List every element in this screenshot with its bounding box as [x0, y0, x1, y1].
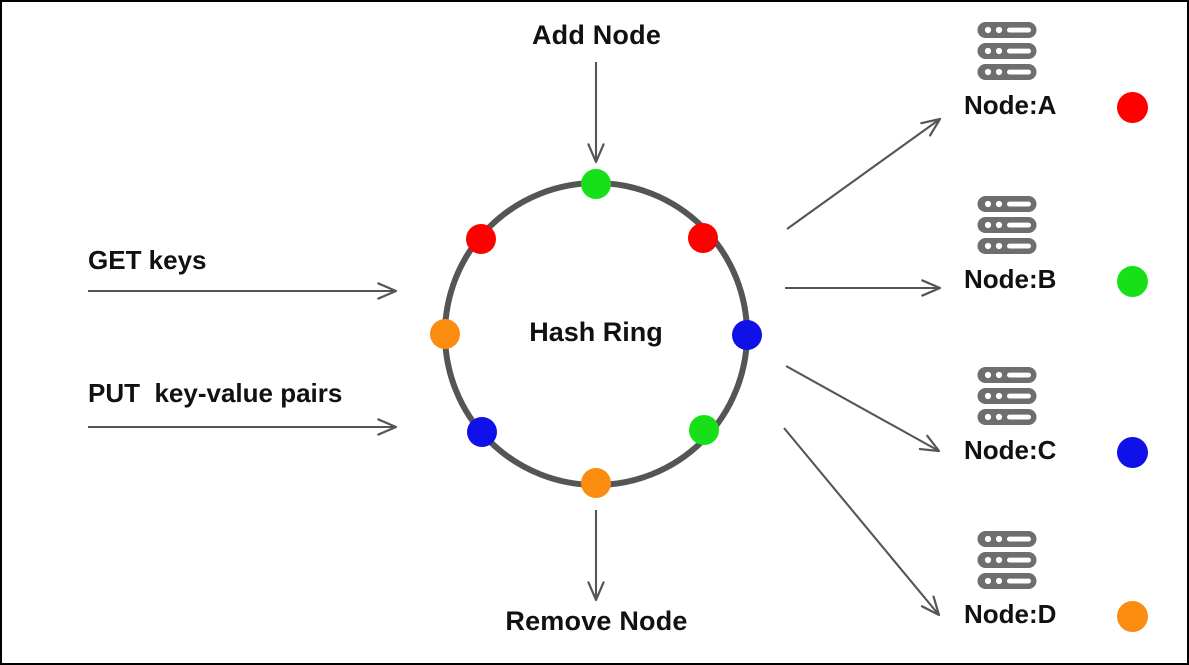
get-keys-label: GET keys — [88, 245, 207, 275]
node-row-node-b: Node:B — [964, 194, 1184, 324]
ring-dot-lower-left-blue[interactable] — [467, 417, 497, 447]
node-label: Node:D — [964, 599, 1057, 629]
node-row-node-d: Node:D — [964, 529, 1184, 659]
arrow-to-node-c — [785, 365, 941, 453]
server-rack-icon — [976, 194, 1038, 256]
node-color-swatch — [1117, 92, 1148, 123]
ring-dot-upper-left-red[interactable] — [466, 224, 496, 254]
node-label: Node:B — [964, 264, 1057, 294]
node-row-node-c: Node:C — [964, 365, 1184, 495]
node-color-swatch — [1117, 437, 1148, 468]
add-node-label: Add Node — [531, 20, 662, 50]
server-rack-icon — [976, 20, 1038, 82]
node-label: Node:A — [964, 90, 1057, 120]
remove-node-label: Remove Node — [505, 606, 688, 636]
ring-dot-bottom-orange[interactable] — [581, 468, 611, 498]
ring-dot-right-blue[interactable] — [732, 320, 762, 350]
ring-dot-lower-right-green[interactable] — [689, 415, 719, 445]
hash-ring-center-label: Hash Ring — [529, 317, 663, 347]
server-rack-icon — [976, 529, 1038, 591]
arrow-to-node-a — [786, 117, 942, 230]
server-rack-icon — [976, 365, 1038, 427]
node-color-swatch — [1117, 601, 1148, 632]
arrow-to-node-d — [783, 427, 941, 617]
put-key-value-pairs-label: PUT key-value pairs — [88, 378, 343, 408]
node-row-node-a: Node:A — [964, 20, 1184, 150]
ring-dot-left-orange[interactable] — [430, 319, 460, 349]
node-label: Node:C — [964, 435, 1057, 465]
node-color-swatch — [1117, 266, 1148, 297]
ring-dot-top-green[interactable] — [581, 169, 611, 199]
ring-dot-upper-right-red[interactable] — [688, 223, 718, 253]
